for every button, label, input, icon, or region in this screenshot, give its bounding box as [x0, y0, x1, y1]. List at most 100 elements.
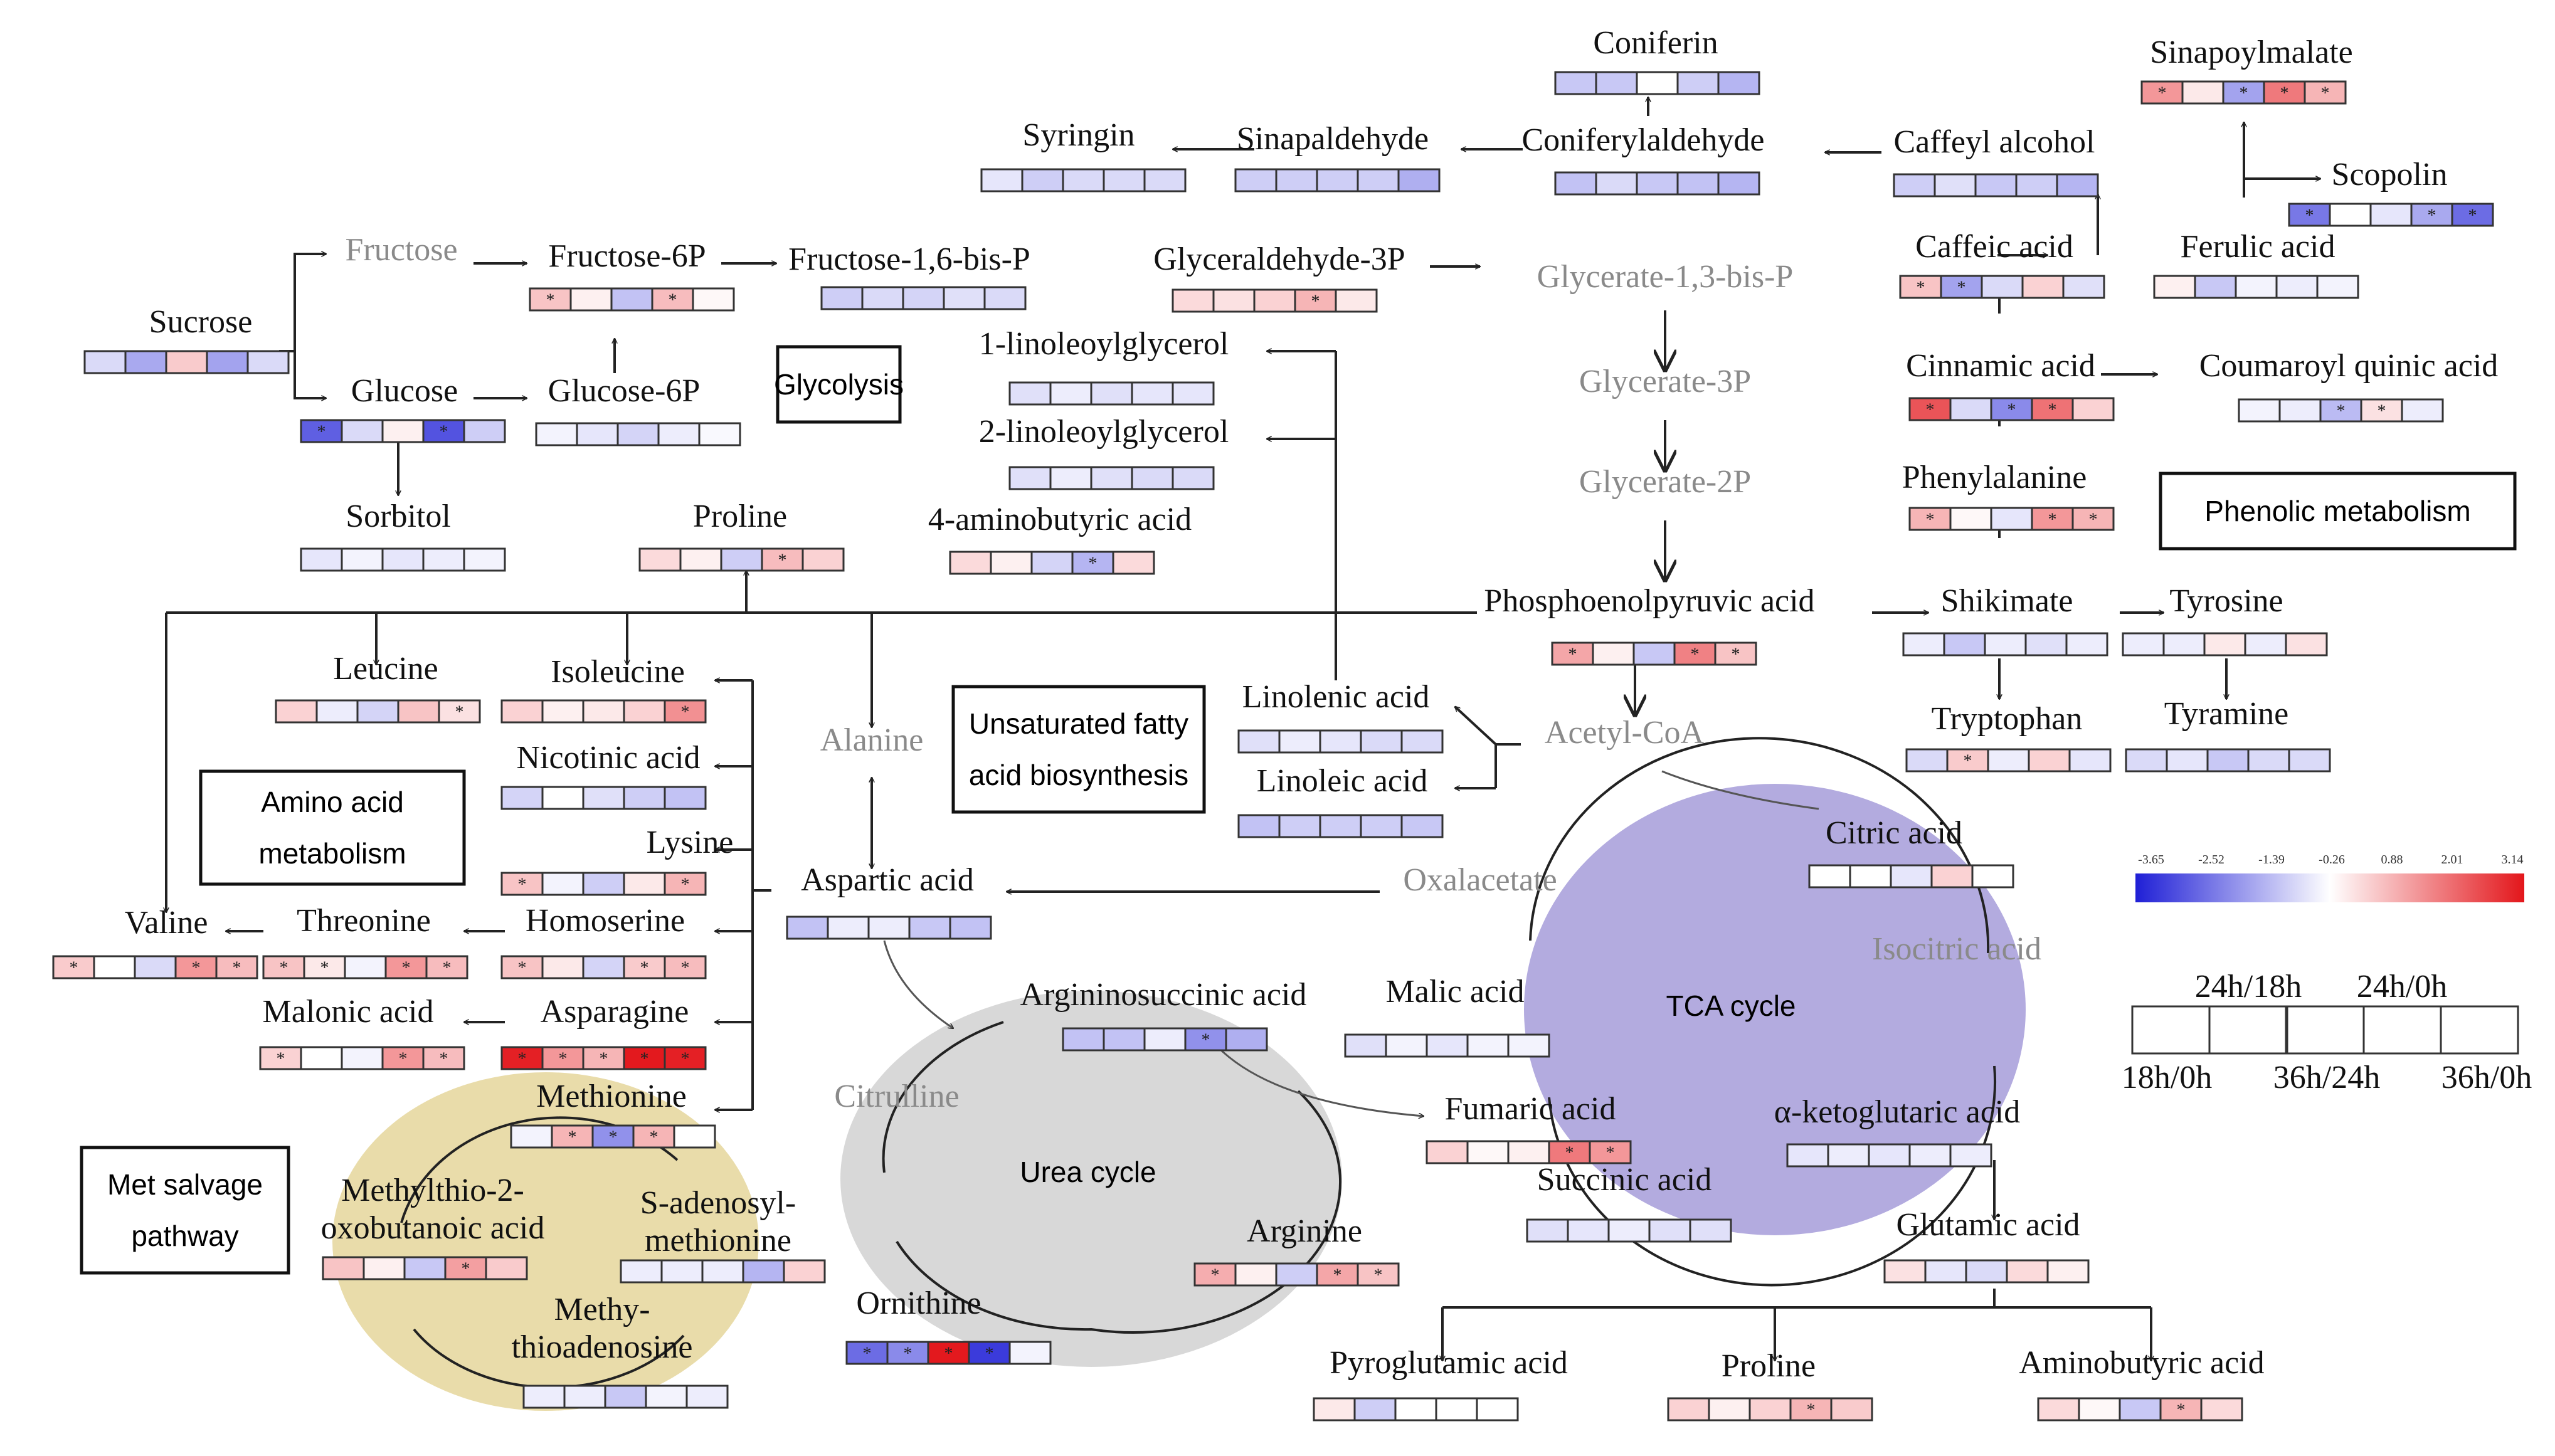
- cinnamic_acid-significance-mark: *: [1926, 401, 1935, 420]
- tyrosine-label: Tyrosine: [2169, 583, 2283, 619]
- shikimate-cell-1: [1943, 632, 1986, 657]
- aspartic-cell-4: [949, 915, 992, 940]
- glyceraldehyde3p-cell-3: [1294, 288, 1337, 313]
- syringin-heatmap: [980, 168, 1187, 193]
- nicotinic-cell-3: [623, 786, 666, 810]
- caffeyl_alcohol-label: Caffeyl alcohol: [1893, 124, 2095, 160]
- succinic-cell-4: [1689, 1218, 1732, 1243]
- coniferin-cell-2: [1636, 71, 1679, 95]
- coumaroyl-significance-mark: *: [2378, 402, 2386, 421]
- fructose16-label: Fructose-1,6-bis-P: [788, 241, 1030, 277]
- mtob-heatmap: *: [322, 1256, 528, 1280]
- aspartic-cell-0: [786, 915, 829, 940]
- tyrosine-cell-2: [2203, 632, 2246, 657]
- homoserine-significance-mark: *: [681, 959, 690, 978]
- argininosuccinic-significance-mark: *: [1202, 1031, 1210, 1050]
- fumaric-label: Fumaric acid: [1445, 1091, 1616, 1127]
- fumaric-cell-1: [1466, 1140, 1510, 1164]
- proline_bottom-cell-0: [1667, 1397, 1710, 1422]
- methionine-label: Methionine: [536, 1079, 687, 1114]
- tyrosine-heatmap: [2122, 632, 2328, 657]
- leucine-cell-2: [356, 699, 399, 724]
- sam-cell-0: [620, 1259, 663, 1284]
- sorbitol-cell-3: [422, 547, 465, 572]
- linolenic-heatmap: [1237, 729, 1444, 754]
- color-scale-bar: [2135, 873, 2524, 902]
- glycerate3p-label: Glycerate-3P: [1579, 364, 1751, 399]
- tyramine-cell-4: [2288, 748, 2331, 773]
- proline_top-cell-0: [638, 547, 682, 572]
- tca-label: TCA cycle: [1666, 989, 1796, 1022]
- sinapaldehyde-heatmap: [1234, 168, 1441, 193]
- sinapoylmalate-significance-mark: *: [2280, 84, 2289, 103]
- argininosuccinic-cell-0: [1062, 1027, 1105, 1052]
- sucrose-cell-3: [206, 350, 249, 374]
- caffeic_acid-cell-3: [2021, 275, 2065, 299]
- akg-heatmap: [1786, 1143, 1992, 1168]
- pep-cell-4: [1714, 641, 1757, 666]
- syringin-cell-4: [1143, 168, 1187, 193]
- valine-significance-mark: *: [192, 959, 201, 978]
- amino-box-text: metabolism: [258, 837, 406, 870]
- nicotinic-cell-1: [541, 786, 585, 810]
- gaba-cell-1: [990, 551, 1033, 575]
- malic-cell-2: [1426, 1033, 1469, 1058]
- leucine-cell-4: [438, 699, 481, 724]
- proline_bottom-heatmap: *: [1667, 1397, 1873, 1422]
- unsaturated-box: [951, 685, 1206, 814]
- sam-label: S-adenosyl-: [640, 1185, 796, 1221]
- coniferylaldehyde-label: Coniferylaldehyde: [1522, 122, 1765, 158]
- sinapoylmalate-significance-mark: *: [2158, 84, 2167, 103]
- akg-cell-2: [1868, 1143, 1911, 1168]
- glucose-significance-mark: *: [440, 423, 448, 442]
- fructose16-cell-4: [983, 286, 1027, 310]
- caffeic_acid-label: Caffeic acid: [1915, 229, 2073, 265]
- glucose6p-cell-4: [698, 422, 741, 446]
- asparagine-significance-mark: *: [600, 1050, 608, 1069]
- gaba-significance-mark: *: [1089, 554, 1098, 574]
- mtob-label: oxobutanoic acid: [321, 1210, 545, 1246]
- proline_bottom-significance-mark: *: [1807, 1401, 1816, 1420]
- succinic-label: Succinic acid: [1537, 1162, 1712, 1198]
- amino-box-text: Amino acid: [261, 786, 404, 818]
- proline_bottom-cell-3: [1789, 1397, 1833, 1422]
- heatmap-strips: ****************************************…: [52, 71, 2494, 1422]
- met_salvage-box-text: pathway: [131, 1220, 238, 1252]
- malonic-cell-1: [300, 1046, 343, 1070]
- fructose6p-heatmap: **: [529, 287, 735, 312]
- lysine-significance-mark: *: [518, 875, 527, 895]
- malic-cell-1: [1385, 1033, 1428, 1058]
- legend-key-label: 18h/0h: [2122, 1060, 2212, 1095]
- sinapaldehyde-cell-1: [1275, 168, 1318, 193]
- mtob-cell-4: [485, 1256, 528, 1280]
- sam-heatmap: [620, 1259, 826, 1284]
- caffeic_acid-significance-mark: *: [1957, 278, 1966, 298]
- mta-cell-3: [645, 1385, 688, 1409]
- glyceraldehyde3p-cell-1: [1212, 288, 1256, 313]
- legend-key-label: 24h/18h: [2195, 969, 2302, 1005]
- leucine-cell-0: [275, 699, 318, 724]
- aspartic-cell-2: [867, 915, 911, 940]
- phenylalanine-label: Phenylalanine: [1902, 460, 2087, 495]
- malonic-heatmap: ***: [259, 1046, 465, 1070]
- sucrose-cell-2: [165, 350, 208, 374]
- color-scale-tick: 0.88: [2381, 853, 2403, 867]
- proline_top-cell-4: [801, 547, 845, 572]
- coniferylaldehyde-cell-1: [1595, 171, 1638, 196]
- urea-label: Urea cycle: [1020, 1156, 1156, 1188]
- color-scale-tick: -3.65: [2138, 853, 2164, 867]
- sinapoylmalate-label: Sinapoylmalate: [2150, 34, 2352, 70]
- glucose-cell-0: [300, 419, 343, 443]
- fructose16-cell-2: [902, 286, 945, 310]
- coniferin-heatmap: [1554, 71, 1760, 95]
- methionine-significance-mark: *: [650, 1128, 659, 1147]
- asparagine-significance-mark: *: [640, 1050, 649, 1069]
- fructose6p-cell-0: [529, 287, 572, 312]
- glutamic-cell-1: [1924, 1259, 1967, 1284]
- mtob-cell-1: [362, 1256, 406, 1280]
- lysine-significance-mark: *: [681, 875, 690, 895]
- linoleoylglycerol2-cell-4: [1172, 466, 1215, 490]
- sucrose-label: Sucrose: [149, 304, 253, 340]
- phenylalanine-cell-0: [1908, 507, 1952, 531]
- coniferin-label: Coniferin: [1593, 25, 1718, 61]
